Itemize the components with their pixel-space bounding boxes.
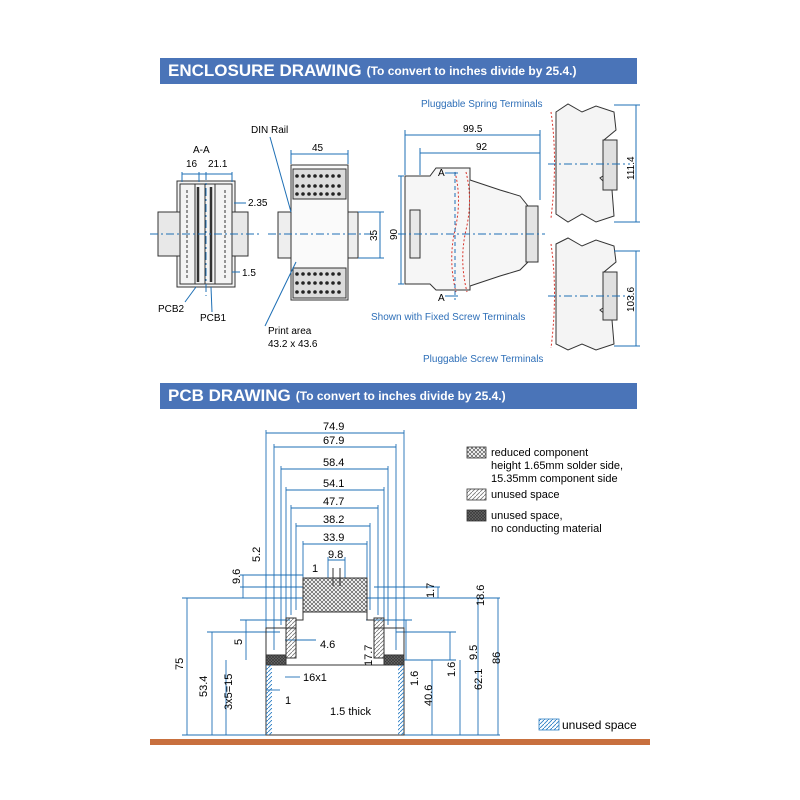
pcb-width-9-8: 9.8: [328, 549, 343, 561]
pcb-width-47-7: 47.7: [323, 496, 344, 508]
section-aa-view: [150, 172, 262, 313]
dim-111-4: 111.4: [626, 156, 637, 180]
spring-terminals-label: Pluggable Spring Terminals: [421, 99, 543, 110]
legend-swatch-reduced: [466, 446, 487, 459]
pcb-thickness-label: 1.5 thick: [330, 706, 371, 718]
dim-90: 90: [389, 228, 400, 240]
dim-35: 35: [369, 229, 380, 241]
dim-2-35: 2.35: [248, 198, 268, 209]
enclosure-title: ENCLOSURE DRAWING: [168, 61, 362, 80]
pcb-dim-4-6: 4.6: [320, 639, 335, 651]
legend-no-conducting-line2: no conducting material: [491, 523, 602, 535]
pcb-width-74-9: 74.9: [323, 421, 344, 433]
pcb-dim-1-7: 1.7: [425, 583, 437, 598]
enclosure-subtitle: (To convert to inches divide by 25.4.): [366, 64, 577, 78]
din-rail-label: DIN Rail: [251, 125, 288, 136]
legend-unused: unused space: [491, 489, 560, 501]
pcb-subtitle: (To convert to inches divide by 25.4.): [295, 389, 506, 403]
footer-rule: [150, 739, 650, 745]
dim-103-6: 103.6: [626, 287, 637, 312]
spring-terminal-view: [548, 103, 640, 223]
print-area-size: 43.2 x 43.6: [268, 339, 318, 350]
legend-reduced-line3: 15.35mm component side: [491, 473, 618, 485]
pcb-dimension-lines: [182, 430, 500, 736]
legend-swatch-unused: [466, 488, 487, 501]
pcb-dim-5: 5: [233, 639, 245, 645]
front-view: [264, 136, 384, 327]
terminal-dots: [295, 174, 341, 294]
legend-swatch-no-conducting: [466, 509, 487, 522]
pcb-dim-62-1: 62.1: [473, 669, 485, 690]
dim-99-5: 99.5: [463, 124, 483, 135]
pcb-dim-18-6: 18.6: [475, 585, 487, 606]
dim-1-5: 1.5: [242, 268, 256, 279]
pcb-dim-9-5: 9.5: [468, 645, 480, 660]
legend-reduced-line2: height 1.65mm solder side,: [491, 460, 623, 472]
pcb-width-67-9: 67.9: [323, 435, 344, 447]
pcb-width-54-1: 54.1: [323, 478, 344, 490]
legend-no-conducting-line1: unused space,: [491, 510, 563, 522]
pcb-dim-1-left: 1: [285, 695, 291, 707]
dim-92: 92: [476, 142, 488, 153]
pcb-outline: [265, 568, 405, 736]
pcb-dim-86: 86: [491, 652, 503, 664]
pcb-width-58-4: 58.4: [323, 457, 344, 469]
pcb-dim-3x5-15: 3x5=15: [223, 674, 235, 710]
pcb-dim-1-6b: 1.6: [446, 662, 458, 677]
dim-45: 45: [312, 143, 324, 154]
print-area-label: Print area: [268, 326, 312, 337]
dim-21-1: 21.1: [208, 159, 228, 170]
pcb-dim-1-6a: 1.6: [409, 671, 421, 686]
pcb-banner: PCB DRAWING (To convert to inches divide…: [160, 383, 637, 409]
dim-16: 16: [186, 159, 198, 170]
screw-terminal-view: [548, 237, 640, 351]
pcb-dim-53-4: 53.4: [198, 676, 210, 697]
pcb-dim-1-top: 1: [312, 563, 318, 575]
pcb2-label: PCB2: [158, 304, 185, 315]
bottom-legend-label: unused space: [562, 718, 637, 732]
pcb-width-38-2: 38.2: [323, 514, 344, 526]
pcb-dim-9-6: 9.6: [231, 569, 243, 584]
side-view: [398, 130, 545, 300]
fixed-screw-label: Shown with Fixed Screw Terminals: [371, 312, 525, 323]
pcb-title: PCB DRAWING: [168, 386, 291, 405]
pcb-legend: [466, 446, 487, 522]
pcb-dim-5-2: 5.2: [251, 547, 263, 562]
screw-terminals-label: Pluggable Screw Terminals: [423, 354, 543, 365]
pcb1-label: PCB1: [200, 313, 227, 324]
section-a-bottom: A: [438, 293, 445, 304]
pcb-dim-17-7: 17.7: [363, 645, 375, 666]
section-a-top: A: [438, 168, 445, 179]
pcb-dim-40-6: 40.6: [423, 685, 435, 706]
enclosure-banner: ENCLOSURE DRAWING (To convert to inches …: [160, 58, 637, 84]
pin-header-label: 16x1: [303, 672, 327, 684]
legend-reduced-line1: reduced component: [491, 447, 588, 459]
bottom-legend-swatch: [538, 718, 560, 731]
aa-label: A-A: [193, 145, 210, 156]
pcb-width-33-9: 33.9: [323, 532, 344, 544]
pcb-dim-75: 75: [174, 658, 186, 670]
